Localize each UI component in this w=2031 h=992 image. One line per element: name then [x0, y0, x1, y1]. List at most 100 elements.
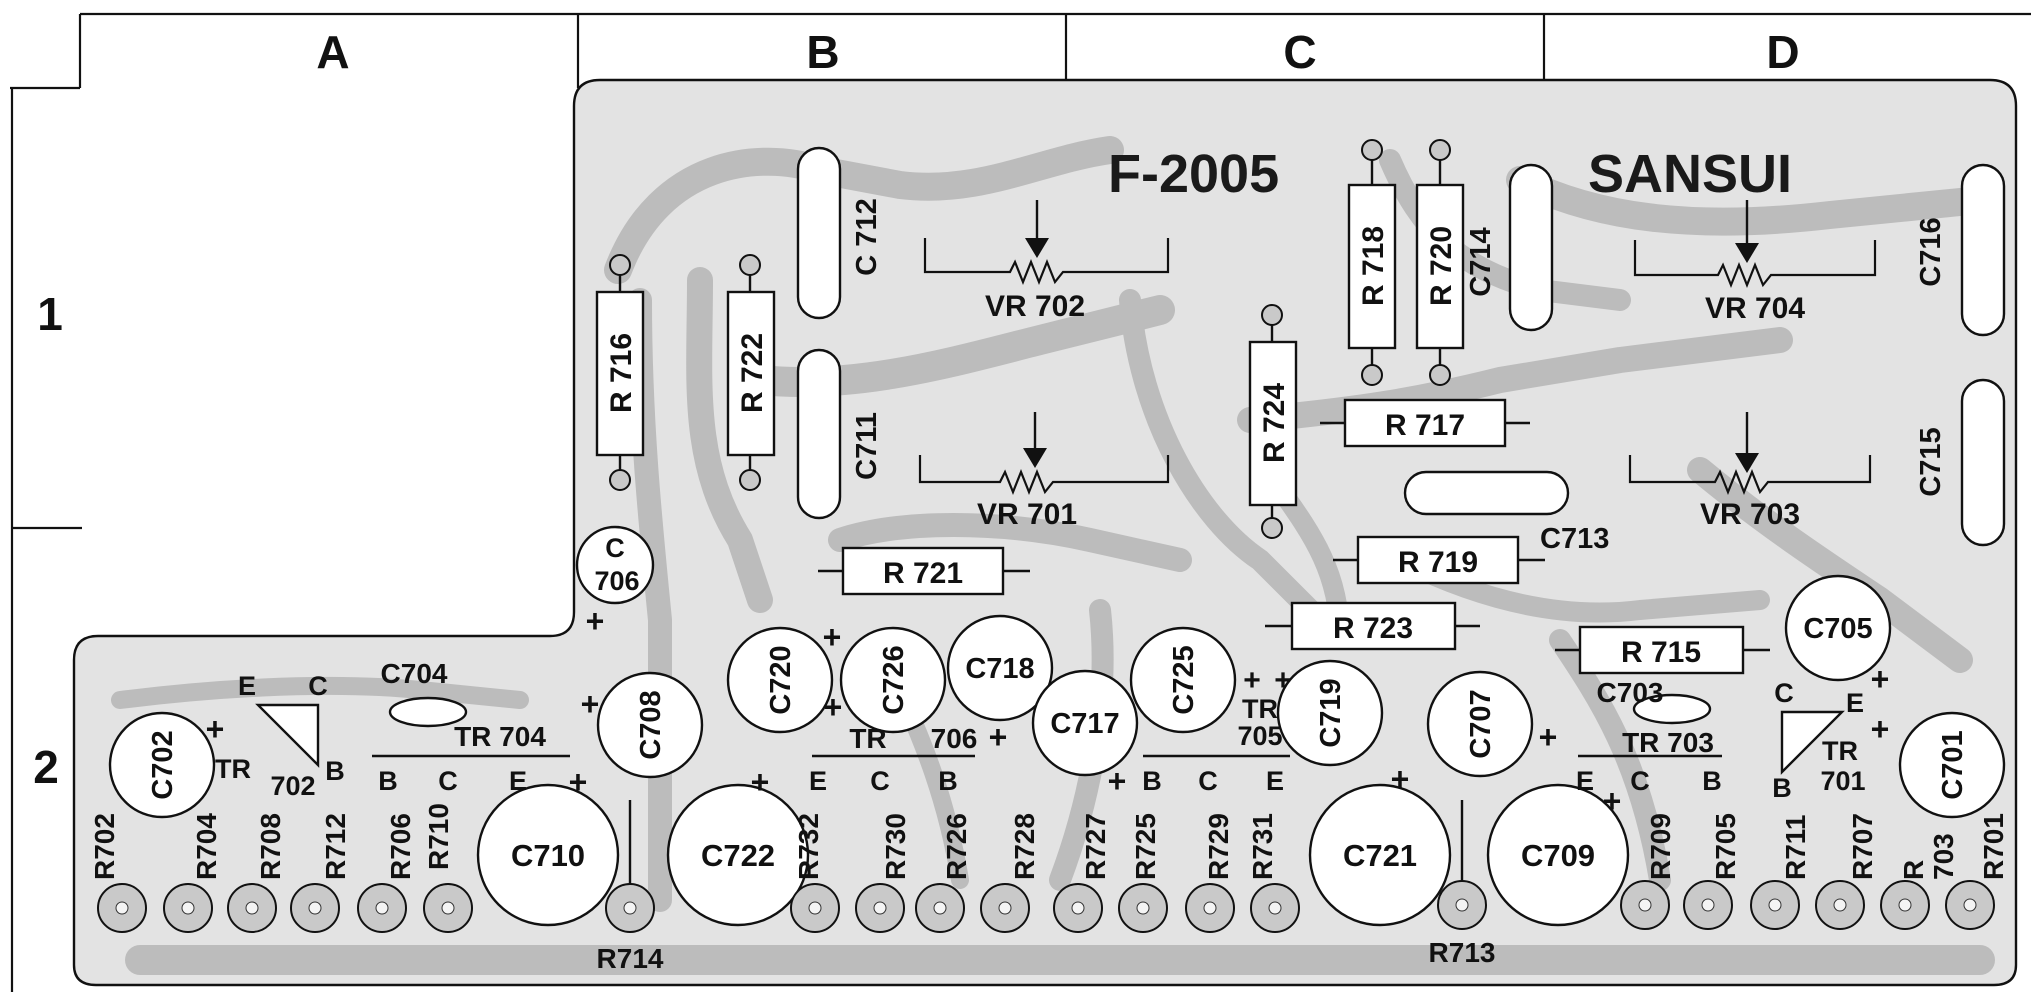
c726-plus: + — [824, 689, 843, 725]
pad-r701: R701 — [1945, 813, 2009, 930]
c710-label: C710 — [511, 838, 585, 873]
tr706-pin-e: E — [809, 766, 827, 796]
r701-label: R701 — [1978, 813, 2009, 880]
c715-label: C715 — [1915, 427, 1947, 496]
pad-r710: R710 — [423, 803, 473, 933]
r726-label: R726 — [941, 813, 972, 880]
pad-r703: R 703 — [1880, 833, 1959, 930]
grid-labels: A B C D 1 2 — [33, 26, 1799, 793]
r727-label: R727 — [1080, 813, 1111, 880]
tr706-label-b: 706 — [931, 723, 978, 754]
tr705-plus-1: + — [1243, 664, 1261, 697]
pad-r727: R727 + — [1053, 763, 1126, 933]
r720-label: R 720 — [1425, 226, 1458, 306]
r712-label: R712 — [320, 813, 351, 880]
row-label-2: 2 — [33, 741, 59, 793]
r706-label: R706 — [385, 813, 416, 880]
pad-r702: R702 — [89, 813, 147, 933]
c703-label: C703 — [1597, 677, 1664, 708]
transistor-tr702: E C B TR 702 — [215, 671, 345, 801]
vr701-label: VR 701 — [977, 498, 1077, 531]
vr702-label: VR 702 — [985, 290, 1085, 323]
transistor-tr705: + + TR 705 B C E — [1142, 664, 1292, 796]
c709-label: C709 — [1521, 838, 1595, 873]
capacitor-c717: C717 — [1031, 669, 1139, 777]
vr704-label: VR 704 — [1705, 292, 1805, 325]
capacitor-c708: C708 + — [581, 671, 704, 779]
capacitor-c705: C705 — [1784, 574, 1892, 682]
capacitor-c712: C 712 — [796, 146, 883, 320]
resistor-r719: R 719 — [1333, 535, 1545, 585]
tr703-pin-c: C — [1630, 766, 1650, 796]
c717-label: C717 — [1050, 708, 1119, 740]
tr704-pin-b: B — [378, 766, 398, 796]
pad-r732: R732 — [790, 813, 840, 933]
c709-plus: + — [1603, 783, 1622, 819]
tr705-label-b: 705 — [1237, 721, 1282, 751]
tr701-plus-1: + — [1871, 661, 1890, 697]
pad-r714: R714 — [597, 800, 664, 974]
r711-label: R711 — [1780, 815, 1811, 880]
tr703-pin-b: B — [1702, 766, 1722, 796]
c708-label: C708 — [635, 690, 667, 759]
capacitor-c714: C714 — [1465, 163, 1554, 332]
capacitor-c716: C716 — [1915, 163, 2006, 337]
capacitor-c701: C701 — [1898, 711, 2006, 819]
r703-label-r: R — [1898, 860, 1929, 880]
c713-label: C713 — [1540, 523, 1609, 555]
brand-label: SANSUI — [1588, 144, 1792, 204]
tr705-pin-c: C — [1198, 766, 1218, 796]
tr703-label: TR 703 — [1622, 727, 1714, 758]
pot-vr701: VR 701 — [918, 412, 1170, 531]
vr703-label: VR 703 — [1700, 498, 1800, 531]
r713-label: R713 — [1429, 937, 1496, 968]
pad-r707: R707 — [1815, 813, 1878, 930]
c712-label: C 712 — [851, 198, 883, 275]
resistor-r718: R 718 — [1347, 150, 1397, 375]
vr704-wiper-arrow — [1735, 243, 1759, 263]
tr706-plus: + — [989, 719, 1008, 755]
r722-label: R 722 — [736, 333, 769, 413]
tr702-label-bottom: 702 — [270, 771, 315, 801]
model-label: F-2005 — [1108, 144, 1279, 204]
resistor-r715: R 715 — [1555, 625, 1770, 675]
tr701-label-bottom: 701 — [1820, 766, 1865, 796]
tr706-pin-b: B — [938, 766, 958, 796]
resistor-r724: R 724 — [1248, 315, 1298, 528]
capacitor-c706: C 706 + — [575, 525, 655, 639]
pad-r712: R712 — [290, 813, 351, 933]
vr701-wiper-arrow — [1023, 448, 1047, 468]
tr703-pin-e: E — [1576, 766, 1594, 796]
tr701-plus-2: + — [1871, 711, 1890, 747]
tr706-label-a: TR — [849, 723, 886, 754]
row-label-1: 1 — [37, 288, 63, 340]
r728-label: R728 — [1009, 813, 1040, 880]
capacitor-c725: C725 — [1129, 626, 1237, 734]
pot-vr704: VR 704 — [1633, 200, 1877, 325]
tr705-pin-b: B — [1142, 766, 1162, 796]
c720-label: C720 — [765, 645, 797, 714]
capacitor-c721: C721 + — [1308, 761, 1452, 927]
c707-label: C707 — [1465, 689, 1497, 758]
vr702-wiper-arrow — [1025, 238, 1049, 258]
transistor-tr704: TR 704 B C E — [372, 721, 570, 796]
transistor-tr703: TR 703 E C B — [1576, 727, 1722, 796]
c725-label: C725 — [1168, 645, 1200, 714]
capacitor-c713: C713 — [1403, 470, 1609, 555]
tr701-pin-c: C — [1774, 678, 1794, 708]
c701-label: C701 — [1937, 730, 1969, 799]
c722-label: C722 — [701, 838, 775, 873]
upper-pads — [609, 139, 1451, 539]
pot-vr703: VR 703 — [1628, 412, 1872, 531]
vr703-wiper-arrow — [1735, 453, 1759, 473]
r716-label: R 716 — [605, 333, 638, 413]
resistor-r717: R 717 — [1320, 398, 1530, 448]
tr701-label-top: TR — [1822, 736, 1858, 766]
c720-plus: + — [823, 619, 842, 655]
c707-plus: + — [1539, 719, 1558, 755]
r724-label: R 724 — [1258, 383, 1291, 463]
r732-label: R732 — [793, 813, 824, 880]
tr704-pin-c: C — [438, 766, 458, 796]
capacitor-c715: C715 — [1915, 378, 2006, 547]
